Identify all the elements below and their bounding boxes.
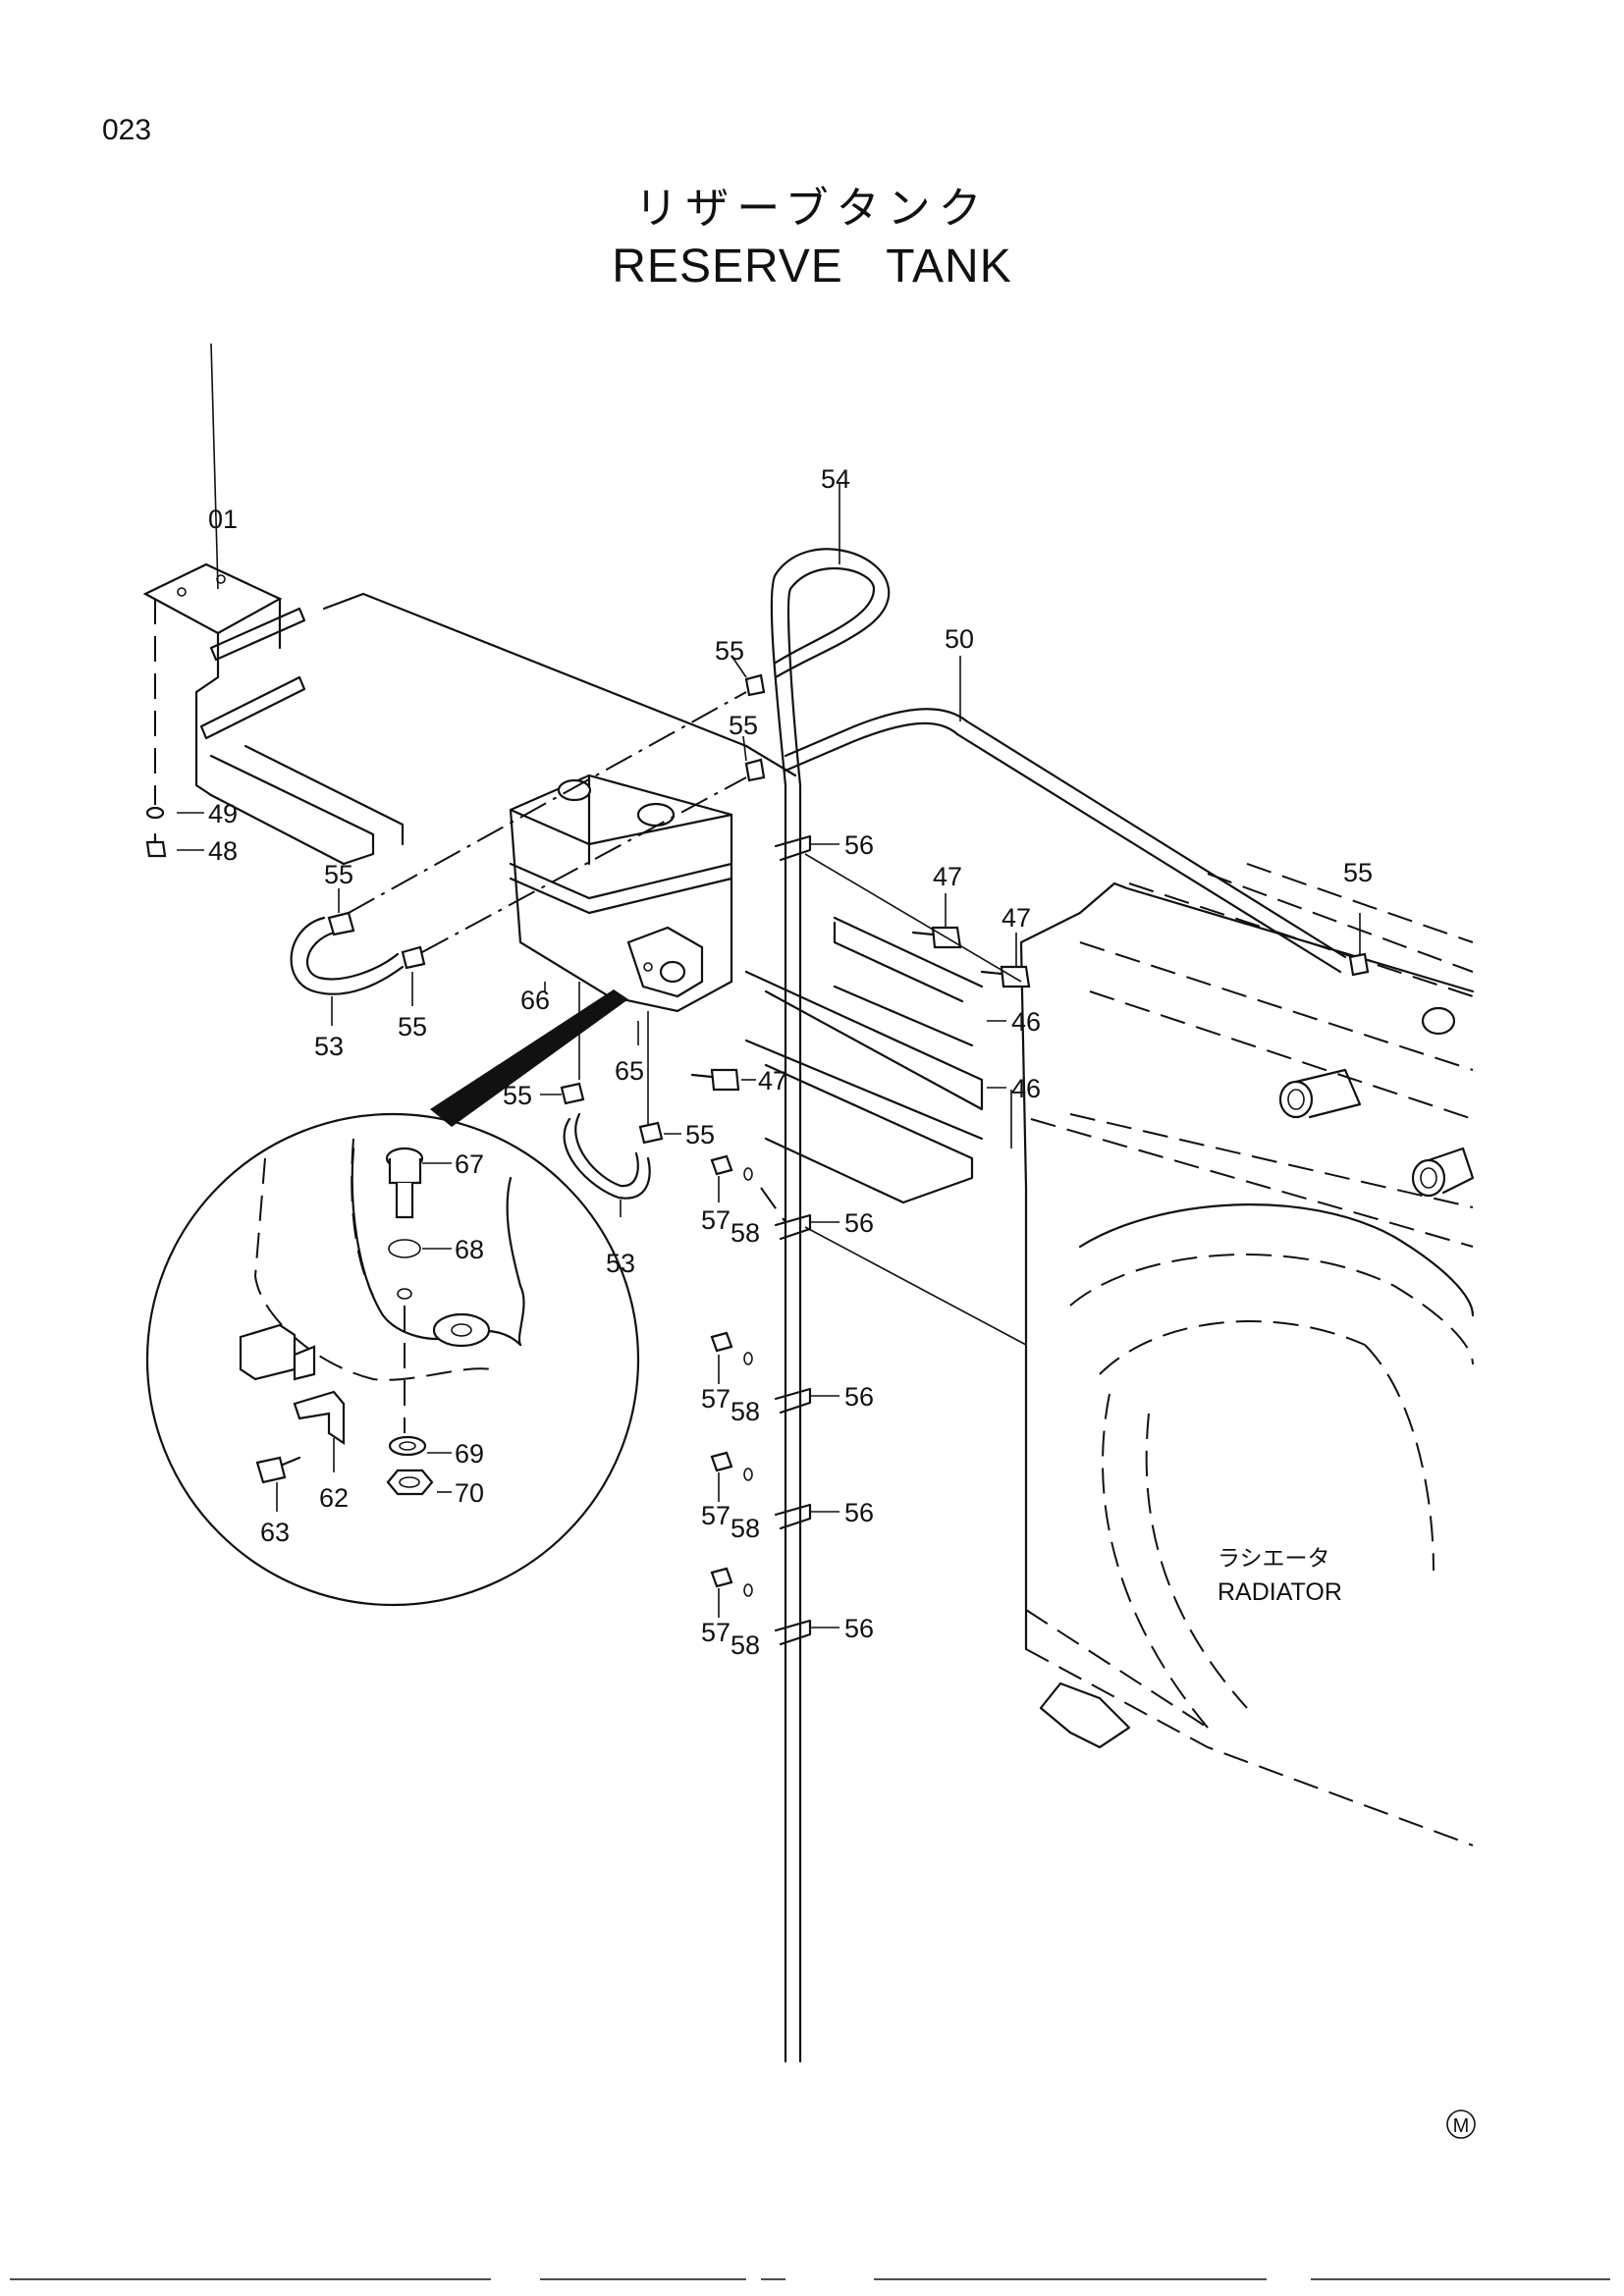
callout-47-right: 47 xyxy=(1001,903,1031,933)
callout-55-lower-right: 55 xyxy=(685,1120,715,1149)
callout-55-lower-left: 55 xyxy=(503,1081,532,1110)
callout-58-first: 58 xyxy=(731,1218,760,1248)
callout-55-second: 55 xyxy=(729,711,758,740)
title-english: RESERVE TANK xyxy=(612,240,1012,293)
callout-53-right: 53 xyxy=(606,1249,635,1278)
callout-58-third: 58 xyxy=(731,1514,760,1543)
callout-56-fifth: 56 xyxy=(844,1614,874,1643)
callout-55-top: 55 xyxy=(715,636,744,666)
callout-62: 62 xyxy=(319,1483,349,1513)
callout-54: 54 xyxy=(821,464,850,494)
callout-labels: 01 54 50 55 55 55 55 55 55 55 49 48 56 5… xyxy=(208,464,1373,1660)
callout-55-radiator: 55 xyxy=(1343,858,1373,887)
reserve-tank xyxy=(430,774,733,1127)
washer-49-bolt-48 xyxy=(145,806,167,858)
callout-01: 01 xyxy=(208,505,238,534)
hose-clamps-56 xyxy=(774,834,812,1646)
callout-70: 70 xyxy=(455,1478,484,1508)
callout-57-fourth: 57 xyxy=(701,1618,731,1647)
hose-50 xyxy=(784,656,1347,974)
callout-57-second: 57 xyxy=(701,1384,731,1414)
center-lines xyxy=(348,691,1027,1346)
callout-69: 69 xyxy=(455,1439,484,1468)
callout-58-second: 58 xyxy=(731,1397,760,1426)
callout-47-lower: 47 xyxy=(758,1066,787,1095)
callout-56-third: 56 xyxy=(844,1382,874,1412)
callout-53-left: 53 xyxy=(314,1032,344,1061)
bolts-57-washers-58 xyxy=(710,1154,786,1597)
callout-68: 68 xyxy=(455,1235,484,1264)
callout-47-upper: 47 xyxy=(933,862,962,891)
hoses-53 xyxy=(290,916,651,1200)
title-japanese: リザーブタンク xyxy=(634,184,990,234)
callout-57-first: 57 xyxy=(701,1205,731,1235)
mark-letter: M xyxy=(1453,2115,1470,2137)
radiator-drawing xyxy=(1019,863,1475,1846)
callout-49: 49 xyxy=(208,799,238,828)
page-number: 023 xyxy=(102,114,152,146)
callout-58-fourth: 58 xyxy=(731,1630,760,1660)
callout-50: 50 xyxy=(945,624,974,654)
callout-56-top: 56 xyxy=(844,830,874,860)
callout-46-upper: 46 xyxy=(1011,1007,1041,1037)
detail-circle xyxy=(145,1112,640,1607)
bolts-47 xyxy=(690,926,1031,1092)
callout-56-second: 56 xyxy=(844,1208,874,1238)
callout-46-lower: 46 xyxy=(1011,1074,1041,1103)
callout-55-left: 55 xyxy=(324,860,353,889)
callout-63: 63 xyxy=(260,1518,290,1547)
circled-m-mark: M xyxy=(1446,2109,1476,2139)
brackets-46 xyxy=(744,916,984,1204)
hose-54 xyxy=(770,483,891,2063)
radiator-label-japanese: ラシエータ xyxy=(1218,1546,1330,1572)
radiator-label-english: RADIATOR xyxy=(1218,1578,1342,1606)
callout-66: 66 xyxy=(520,986,550,1015)
callout-48: 48 xyxy=(208,836,238,866)
callout-56-fourth: 56 xyxy=(844,1498,874,1527)
callout-67: 67 xyxy=(455,1149,484,1179)
callout-55-hose: 55 xyxy=(398,1012,427,1041)
callout-57-third: 57 xyxy=(701,1501,731,1530)
leader-lines xyxy=(177,655,1361,1629)
callout-65: 65 xyxy=(615,1056,644,1086)
clamps-55 xyxy=(327,673,1370,1145)
bracket-01 xyxy=(142,343,797,866)
